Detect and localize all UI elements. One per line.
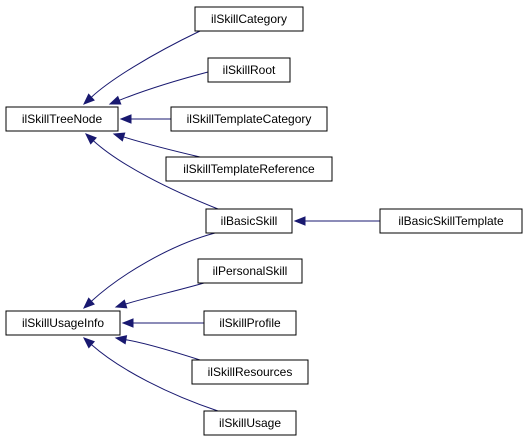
edge-line — [91, 344, 219, 412]
edges-layer — [82, 30, 380, 412]
edge-arrowhead — [112, 132, 126, 142]
node-label: ilSkillRoot — [223, 63, 276, 77]
node-label: ilSkillResources — [208, 365, 293, 379]
edge-arrowhead — [85, 133, 97, 145]
node-label: ilPersonalSkill — [213, 264, 288, 278]
node-label: ilBasicSkill — [221, 214, 278, 228]
node-label: ilSkillTemplateCategory — [187, 112, 312, 126]
edge-arrowhead — [108, 95, 122, 105]
node-label: ilSkillUsage — [219, 416, 281, 430]
edge-skill-root-to-skill-tree-node — [108, 71, 209, 105]
edge-arrowhead — [114, 299, 128, 309]
edge-arrowhead — [82, 337, 95, 349]
edge-basic-skill-template-to-basic-skill — [293, 216, 380, 226]
node-label: ilBasicSkillTemplate — [398, 214, 504, 228]
edge-skill-template-reference-to-skill-tree-node — [112, 132, 201, 158]
node-il-skill-resources[interactable]: ilSkillResources — [191, 359, 309, 385]
edge-arrowhead — [114, 335, 128, 345]
edge-arrowhead — [83, 297, 95, 309]
node-il-skill-tree-node[interactable]: ilSkillTreeNode — [5, 106, 119, 132]
edge-arrowhead — [119, 114, 132, 124]
node-il-personal-skill[interactable]: ilPersonalSkill — [197, 258, 303, 284]
node-il-skill-usage-info[interactable]: ilSkillUsageInfo — [5, 310, 121, 336]
edge-skill-profile-to-skill-usage-info — [121, 318, 204, 328]
node-label: ilSkillTreeNode — [22, 112, 103, 126]
edge-line — [91, 30, 201, 98]
edge-line — [93, 140, 219, 210]
node-label: ilSkillTemplateReference — [183, 162, 315, 176]
node-label: ilSkillProfile — [219, 316, 281, 330]
node-il-skill-profile[interactable]: ilSkillProfile — [203, 310, 297, 336]
edge-skill-resources-to-skill-usage-info — [114, 335, 201, 361]
node-il-skill-template-reference[interactable]: ilSkillTemplateReference — [165, 156, 333, 182]
edge-line — [119, 71, 209, 101]
edge-arrowhead — [121, 318, 134, 328]
edge-line — [91, 232, 216, 302]
node-il-basic-skill-template[interactable]: ilBasicSkillTemplate — [379, 208, 523, 234]
node-il-skill-root[interactable]: ilSkillRoot — [207, 57, 291, 83]
node-il-skill-usage[interactable]: ilSkillUsage — [203, 410, 297, 436]
node-il-skill-category[interactable]: ilSkillCategory — [194, 6, 304, 32]
node-il-skill-template-category[interactable]: ilSkillTemplateCategory — [170, 106, 328, 132]
node-label: ilSkillCategory — [211, 12, 287, 26]
edge-personal-skill-to-skill-usage-info — [114, 282, 205, 309]
edge-line — [125, 339, 201, 361]
edge-skill-usage-to-skill-usage-info — [82, 337, 219, 412]
edge-line — [125, 282, 205, 305]
edge-basic-skill-to-skill-tree-node — [85, 133, 219, 210]
edge-skill-category-to-skill-tree-node — [83, 30, 201, 105]
node-il-basic-skill[interactable]: ilBasicSkill — [205, 208, 293, 234]
edge-skill-template-category-to-skill-tree-node — [119, 114, 172, 124]
node-label: ilSkillUsageInfo — [22, 316, 104, 330]
edge-basic-skill-to-skill-usage-info — [83, 232, 216, 309]
edge-arrowhead — [293, 216, 306, 226]
edge-arrowhead — [83, 93, 95, 105]
edge-line — [123, 136, 201, 158]
